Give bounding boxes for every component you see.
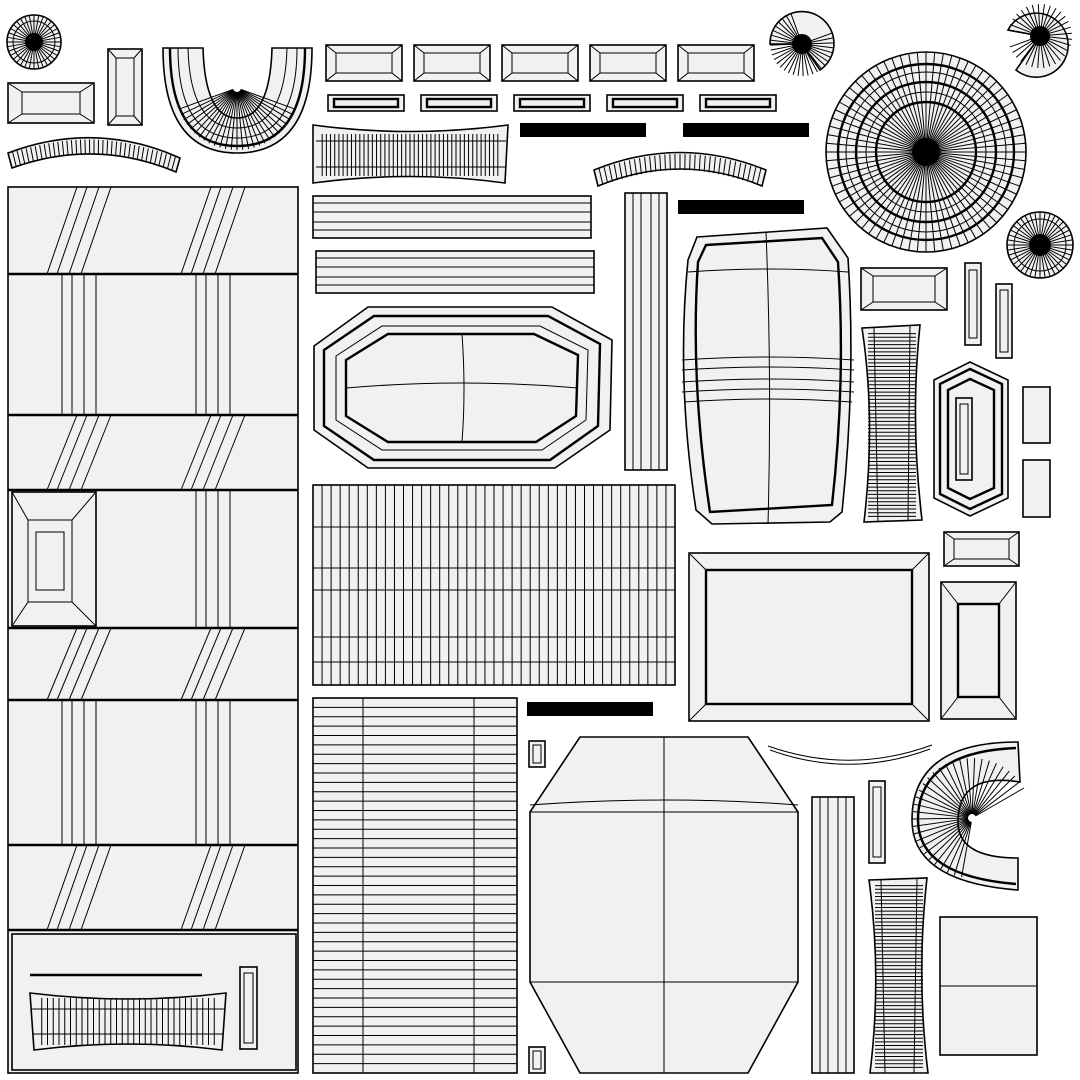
arch-u	[162, 47, 313, 154]
bevel-tall	[107, 48, 143, 126]
framed-rect	[688, 552, 930, 722]
grid-rows	[312, 697, 518, 1074]
barrel-panel	[681, 227, 855, 525]
bevel-square	[940, 581, 1017, 720]
double-bevel-hex	[933, 361, 1009, 517]
thin-bevel-rect	[528, 262, 1051, 1074]
tall-panel-left	[7, 186, 299, 1074]
fan-top-left	[6, 14, 62, 70]
long-strip	[312, 195, 595, 294]
grid-wide	[312, 484, 676, 686]
arc-strip-left	[7, 136, 181, 174]
spiral-fan	[767, 741, 1025, 891]
arc-strip-mid	[593, 151, 767, 188]
octagon-plate	[313, 306, 613, 469]
bevel-row-top	[325, 44, 755, 82]
bevel-rect	[7, 82, 95, 124]
ribbed-column	[861, 324, 929, 1074]
concentric-disk	[825, 51, 1027, 253]
fan-quarter	[769, 4, 1072, 78]
thin-bevel-row	[327, 94, 777, 112]
vertical-strip	[624, 192, 855, 1074]
black-bar	[520, 123, 809, 716]
ribbed-strip	[312, 124, 509, 184]
small-disk	[1006, 211, 1074, 279]
hexagon-plate	[529, 736, 799, 1074]
plain-square	[939, 916, 1038, 1056]
